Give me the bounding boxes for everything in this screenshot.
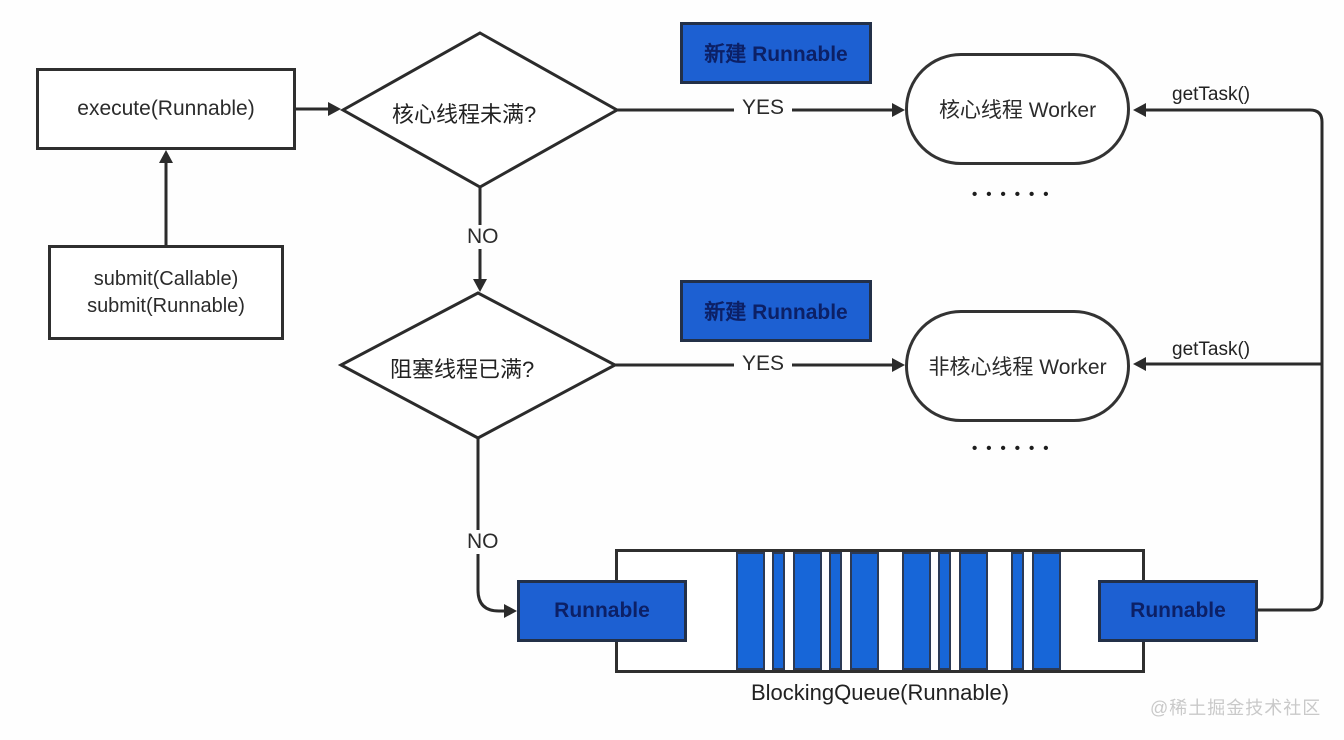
new-runnable-label-2: 新建 Runnable: [704, 301, 848, 324]
queue-slot: [938, 552, 951, 670]
arrowhead-left: [1133, 357, 1146, 371]
arrowhead-down: [473, 279, 487, 292]
blocking-queue: [615, 549, 1145, 673]
queue-slot: [850, 552, 879, 670]
arrowhead-up: [159, 150, 173, 163]
queue-stripes: [618, 552, 1142, 670]
queue-slot: [829, 552, 842, 670]
core-worker-label: 核心线程 Worker: [938, 99, 1097, 122]
no2-label: NO: [459, 530, 507, 554]
edge-no2-to-queue: [476, 438, 508, 613]
non-core-worker-label: 非核心线程 Worker: [928, 356, 1107, 379]
submit-box: submit(Callable) submit(Runnable): [48, 245, 284, 340]
blocking-queue-label: BlockingQueue(Runnable): [750, 680, 1010, 705]
yes2-label: YES: [734, 352, 793, 376]
edge-gettask-loop: [1142, 108, 1324, 612]
new-runnable-box-1: 新建 Runnable: [680, 22, 872, 84]
yes1-label: YES: [734, 96, 793, 120]
submit-callable-label: submit(Callable): [93, 267, 239, 290]
runnable-in-box: Runnable: [517, 580, 687, 642]
arrowhead-right: [504, 604, 517, 618]
queue-slot: [959, 552, 988, 670]
non-core-worker-node: 非核心线程 Worker: [905, 310, 1130, 422]
gettask-label-1: getTask(): [1172, 84, 1251, 105]
new-runnable-label-1: 新建 Runnable: [704, 43, 848, 66]
more-workers-ellipsis-2: ••••••: [972, 440, 1058, 457]
queue-slot: [736, 552, 765, 670]
queue-slot: [793, 552, 822, 670]
no1-label: NO: [459, 225, 507, 249]
queue-slot: [772, 552, 785, 670]
runnable-out-label: Runnable: [1130, 599, 1226, 622]
execute-box: execute(Runnable): [36, 68, 296, 150]
queue-slot: [1011, 552, 1024, 670]
core-worker-node: 核心线程 Worker: [905, 53, 1130, 165]
arrowhead-right: [328, 102, 341, 116]
arrowhead-right: [892, 358, 905, 372]
execute-box-label: execute(Runnable): [77, 97, 255, 120]
runnable-out-box: Runnable: [1098, 580, 1258, 642]
more-workers-ellipsis-1: ••••••: [972, 186, 1058, 203]
gettask-label-2: getTask(): [1172, 339, 1251, 360]
submit-runnable-label: submit(Runnable): [87, 294, 245, 317]
runnable-in-label: Runnable: [554, 599, 650, 622]
queue-slot: [902, 552, 931, 670]
decision1-label: 核心线程未满?: [392, 102, 537, 127]
arrowhead-right: [892, 103, 905, 117]
juejin-watermark: @稀土掘金技术社区: [1150, 698, 1322, 718]
decision2-label: 阻塞线程已满?: [390, 357, 535, 382]
new-runnable-box-2: 新建 Runnable: [680, 280, 872, 342]
queue-slot: [1032, 552, 1061, 670]
arrowhead-left: [1133, 103, 1146, 117]
